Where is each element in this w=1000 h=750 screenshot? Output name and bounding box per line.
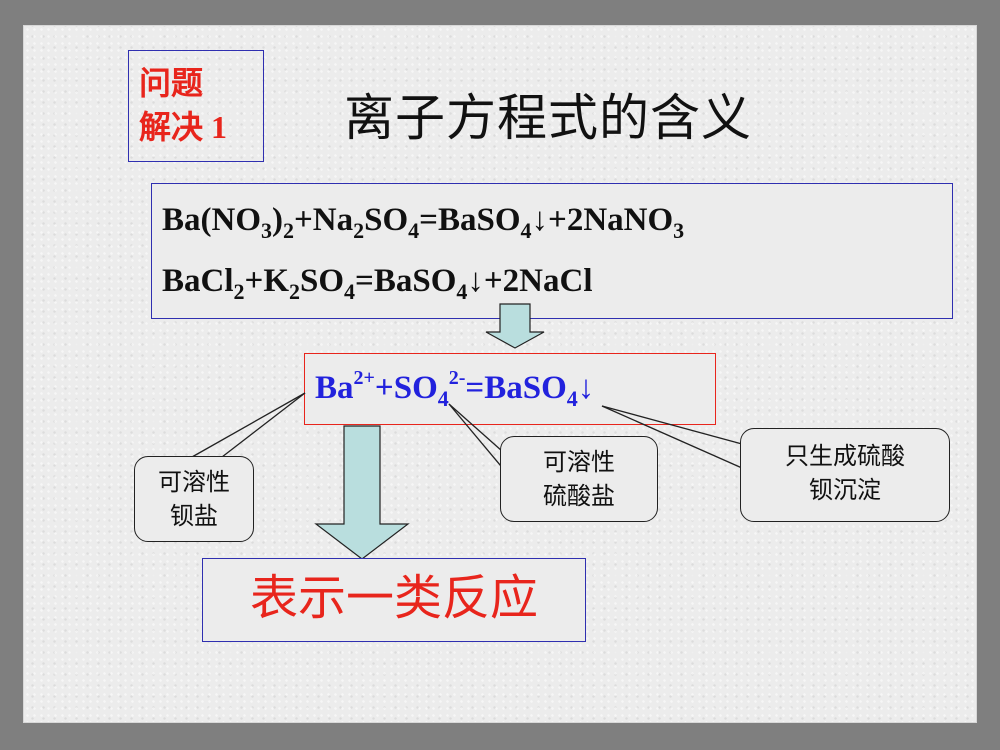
callout-pointer-right <box>601 405 743 445</box>
equation-2: BaCl2+K2SO4=BaSO4↓+2NaCl <box>162 263 593 304</box>
large-down-arrow-icon <box>314 425 410 560</box>
tag-line1: 问题 <box>139 65 204 101</box>
equations-box: Ba(NO3)2+Na2SO4=BaSO4↓+2NaNO3 BaCl2+K2SO… <box>151 183 953 319</box>
slide-title: 离子方程式的含义 <box>344 89 752 147</box>
result-box: 表示一类反应 <box>202 558 586 642</box>
callout-pointer-left <box>221 392 306 458</box>
callout-pointer-left-2 <box>191 392 306 458</box>
problem-tag: 问题 解决 1 <box>128 50 264 162</box>
ionic-equation-box: Ba2++SO42-=BaSO4↓ <box>304 353 716 425</box>
connector-layer <box>191 303 743 560</box>
slide-canvas: 问题 解决 1 离子方程式的含义 Ba(NO3)2+Na2SO4=BaSO4↓+… <box>24 26 976 722</box>
ionic-equation: Ba2++SO42-=BaSO4↓ <box>315 367 595 411</box>
callout-soluble-sulfate: 可溶性 硫酸盐 <box>500 436 658 522</box>
callout-pointer-middle <box>448 403 503 452</box>
down-arrow-icon <box>485 303 545 349</box>
tag-line2: 解决 1 <box>139 109 228 145</box>
callout-precipitate: 只生成硫酸 钡沉淀 <box>740 428 950 522</box>
callout-soluble-barium: 可溶性 钡盐 <box>134 456 254 542</box>
callout-pointer-right-2 <box>601 405 743 469</box>
equation-1: Ba(NO3)2+Na2SO4=BaSO4↓+2NaNO3 <box>162 202 685 243</box>
